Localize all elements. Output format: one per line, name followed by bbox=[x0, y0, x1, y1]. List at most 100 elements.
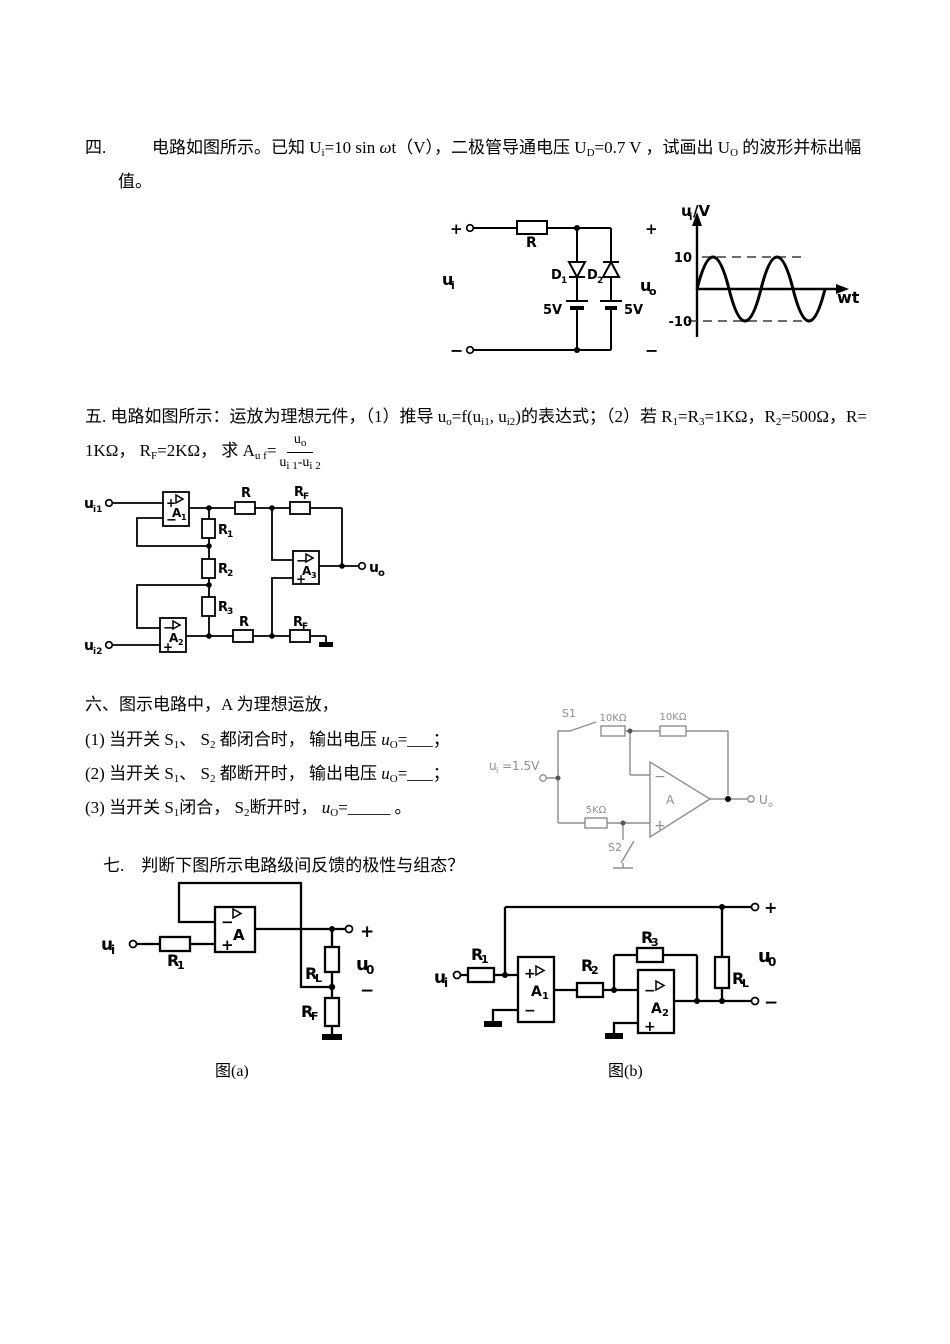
ui1-label: u bbox=[84, 496, 94, 512]
a3-plus: + bbox=[296, 572, 306, 586]
d1-sub: 1 bbox=[561, 276, 567, 286]
q5-fraction-denominator: ui 1-ui 2 bbox=[279, 454, 321, 472]
switch-s2-blade bbox=[620, 840, 635, 864]
r2-label: R bbox=[218, 562, 228, 577]
resistor-r3 bbox=[635, 946, 665, 964]
v-right-label: 5V bbox=[624, 303, 643, 318]
s2-label: S2 bbox=[608, 841, 622, 854]
resistor-rf-bottom bbox=[289, 629, 311, 643]
resistor-r-label: R bbox=[526, 235, 537, 251]
resistor-rl bbox=[713, 955, 731, 990]
output-minus-label: − bbox=[360, 981, 374, 1001]
rl-sub: L bbox=[315, 972, 322, 985]
opamp-a-label: A bbox=[233, 926, 245, 944]
r3-label: R bbox=[218, 600, 228, 615]
input-terminal-bottom bbox=[465, 345, 475, 355]
opamp-minus: − bbox=[654, 769, 666, 785]
output-terminal bbox=[344, 924, 354, 934]
opamp-plus: + bbox=[221, 936, 234, 954]
ui-sub: i bbox=[444, 976, 448, 990]
y-axis-label: u bbox=[681, 202, 692, 220]
d1-label: D bbox=[551, 268, 562, 283]
uo-label: U bbox=[759, 793, 768, 807]
r-5k-label: 5KΩ bbox=[586, 805, 607, 816]
node-dot bbox=[502, 972, 508, 978]
q5-fraction: uo ui 1-ui 2 bbox=[279, 431, 320, 474]
ui2-sub: i2 bbox=[93, 647, 102, 657]
uo-label: u bbox=[356, 954, 369, 975]
uo-sub: o bbox=[768, 800, 773, 809]
a3-label: A bbox=[302, 564, 312, 578]
node-dot bbox=[574, 347, 580, 353]
r3-sub: 3 bbox=[227, 607, 233, 617]
output-plus-label: + bbox=[360, 922, 374, 942]
ui2-terminal bbox=[104, 640, 114, 650]
ui1-sub: i1 bbox=[93, 505, 102, 515]
uo-sub: o bbox=[378, 568, 385, 579]
rf-sub: F bbox=[311, 1010, 319, 1023]
q5-text-line1: 五. 电路如图所示：运放为理想元件，（1）推导 uo=f(ui1, ui2)的表… bbox=[85, 407, 867, 428]
node-dot bbox=[328, 983, 336, 991]
q5-text-line2: 1KΩ， RF=2KΩ， 求 Au f= uo ui 1-ui 2 bbox=[85, 431, 321, 473]
a1-sub: 1 bbox=[181, 513, 187, 522]
fig-a-wires bbox=[137, 881, 347, 1034]
output-minus-label: − bbox=[764, 993, 778, 1013]
uo-terminal bbox=[357, 561, 367, 571]
y-axis-arrow bbox=[692, 212, 702, 226]
opamp-minus: − bbox=[221, 913, 234, 931]
q6-wires bbox=[546, 730, 748, 869]
node-dot bbox=[339, 563, 345, 569]
a1-minus: − bbox=[524, 1003, 536, 1019]
resistor-r2 bbox=[575, 981, 605, 999]
d2-label: D bbox=[587, 268, 598, 283]
q7-figure-a-circuit: − A + u i R 1 + R L u 0 − R F bbox=[101, 881, 374, 1040]
ui-sub: i bbox=[496, 766, 498, 775]
ui-label: u bbox=[101, 935, 113, 955]
opamp-a1-triangle-icon bbox=[535, 964, 546, 977]
a2-minus: − bbox=[163, 621, 174, 636]
node-dot bbox=[206, 633, 212, 639]
opamp-a2-box bbox=[159, 617, 187, 653]
r3-label: R bbox=[641, 928, 653, 947]
uo-label: u bbox=[369, 560, 379, 576]
a2-plus: + bbox=[644, 1019, 656, 1035]
q7-figure-b-circuit: + A 1 − − A 2 + u i R 1 R 2 R 3 R L u 0 … bbox=[434, 898, 778, 1039]
rl-label: R bbox=[732, 969, 744, 988]
resistor-rf bbox=[323, 996, 341, 1028]
q6-item-2: (2) 当开关 S1、 S2 都断开时， 输出电压 uO=___； bbox=[85, 764, 450, 785]
resistor-5k bbox=[584, 817, 608, 829]
r-10k-feedback-label: 10KΩ bbox=[660, 712, 687, 723]
output-plus-label: + bbox=[764, 898, 777, 917]
resistor-r bbox=[516, 220, 548, 235]
a1-label: A bbox=[172, 506, 182, 520]
node-dot bbox=[627, 728, 633, 734]
q5-line2-text: 1KΩ， RF=2KΩ， 求 Au f= bbox=[85, 441, 277, 463]
opamp-a2-triangle-icon bbox=[172, 619, 182, 631]
diode-d2 bbox=[601, 259, 621, 278]
ui-terminal bbox=[128, 939, 138, 949]
r-top-label: R bbox=[241, 486, 251, 501]
diode-d1 bbox=[567, 261, 587, 280]
opamp-a2-triangle-icon bbox=[655, 979, 666, 992]
ui-label: u bbox=[442, 270, 453, 289]
q6-switch-opamp-circuit: S1 10KΩ 10KΩ u i =1.5V 5KΩ S2 A − + U o bbox=[489, 707, 773, 869]
opamp-a-triangle bbox=[649, 760, 712, 839]
ui-terminal bbox=[452, 970, 462, 980]
node-dot bbox=[574, 225, 580, 231]
q5-fraction-numerator: uo bbox=[286, 431, 314, 453]
rf-label: R bbox=[301, 1002, 313, 1021]
resistor-r-top bbox=[234, 501, 256, 515]
q4-text-line1: 四.电路如图所示。已知 Ui=10 sin ωt（V），二极管导通电压 UD=0… bbox=[85, 137, 861, 161]
node-dot bbox=[719, 998, 725, 1004]
resistor-10k-input bbox=[600, 725, 626, 737]
opamp-a-label: A bbox=[666, 793, 675, 807]
r1-label: R bbox=[471, 945, 483, 964]
a2-plus: + bbox=[163, 640, 173, 654]
r1-sub: 1 bbox=[481, 953, 489, 966]
ground-symbol bbox=[319, 642, 333, 647]
rl-sub: L bbox=[742, 977, 749, 990]
ui2-label: u bbox=[84, 638, 94, 654]
uo-label: u bbox=[758, 946, 771, 967]
ground-symbol bbox=[322, 1034, 342, 1040]
uo-sub: 0 bbox=[366, 963, 374, 977]
